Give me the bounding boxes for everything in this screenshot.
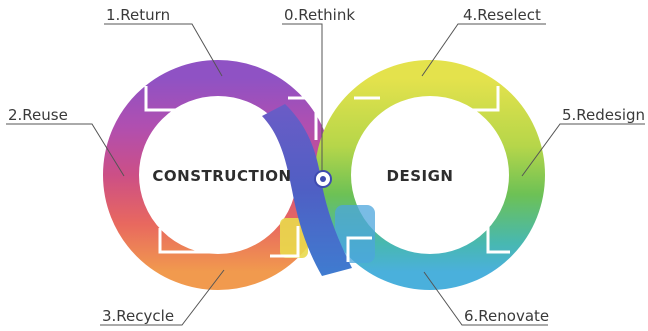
leader-line-return <box>104 23 223 77</box>
rethink-crossing-band <box>262 104 352 276</box>
leader-line-reuse <box>6 123 125 177</box>
arrow-notch-renovate <box>346 236 372 262</box>
flow-arrows <box>144 86 510 262</box>
arrow-notch-recycle <box>270 226 300 258</box>
construction-label: CONSTRUCTION <box>152 167 291 185</box>
rethink-hub-core <box>320 176 326 182</box>
leader-lines <box>6 23 645 326</box>
stage-label-reselect: 4.Reselect <box>463 6 541 24</box>
stage-label-reuse: 2.Reuse <box>8 106 68 124</box>
recycle-to-reselect-yellow-segment <box>280 218 308 258</box>
stage-label-return: 1.Return <box>106 6 170 24</box>
arrow-notch-return <box>144 86 200 112</box>
design-ring <box>315 60 545 290</box>
arrow-notch-rethink <box>288 96 318 140</box>
arrow-notch-reuse <box>158 228 212 254</box>
renovate-blue-segment <box>335 205 375 263</box>
stage-label-renovate: 6.Renovate <box>464 307 549 325</box>
stage-label-recycle: 3.Recycle <box>102 307 174 325</box>
leader-line-renovate <box>423 271 548 326</box>
design-loop <box>315 60 545 290</box>
stage-label-rethink: 0.Rethink <box>284 6 355 24</box>
leader-line-redesign <box>521 123 645 177</box>
leader-line-rethink <box>282 23 323 171</box>
stage-label-redesign: 5.Redesign <box>562 106 645 124</box>
leader-line-reselect <box>421 23 546 77</box>
leader-line-recycle <box>100 269 225 326</box>
arrow-notch-redesign <box>486 226 510 254</box>
arrow-notch-reselect <box>470 86 500 112</box>
design-label: DESIGN <box>387 167 454 185</box>
